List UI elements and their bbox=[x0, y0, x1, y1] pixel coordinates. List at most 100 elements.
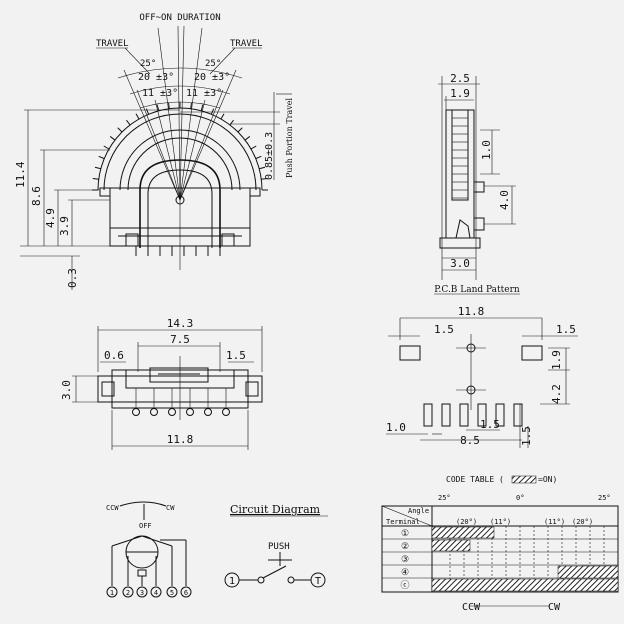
circuit-diagram: Circuit Diagram PUSH 1 T bbox=[224, 503, 328, 588]
bottom-mount-tab bbox=[245, 381, 259, 397]
schem-pin-label: 1 bbox=[110, 589, 114, 597]
terminal-label: ④ bbox=[401, 568, 409, 578]
knurled-dial bbox=[92, 102, 268, 191]
travel-left-label: TRAVEL bbox=[96, 39, 129, 49]
angle-fan bbox=[96, 25, 262, 201]
code-table: CODE TABLE ( =ON) 25° 0° 25° Angle Termi… bbox=[381, 475, 619, 613]
dim-3-9: 3.9 bbox=[58, 216, 71, 236]
col-11-right: (11°) bbox=[544, 518, 565, 526]
bottom-dim-3-0: 3.0 bbox=[60, 380, 73, 400]
angle-left-25: 25° bbox=[438, 494, 451, 502]
bottom-view bbox=[72, 326, 263, 450]
side-dim-2-5: 2.5 bbox=[450, 72, 470, 85]
bottom-dim-1-5: 1.5 bbox=[226, 349, 246, 362]
circuit-title: Circuit Diagram bbox=[230, 503, 321, 516]
node-1: 1 bbox=[229, 576, 235, 587]
schem-pin bbox=[150, 586, 162, 598]
pcb-dim-1-5-left: 1.5 bbox=[434, 323, 454, 336]
pcb-dim-11-8: 11.8 bbox=[458, 305, 485, 318]
code-cw-label: CW bbox=[548, 602, 561, 613]
pcb-dim-4-2: 4.2 bbox=[550, 384, 563, 404]
schem-pin-label: 6 bbox=[184, 589, 188, 597]
dial-tooth bbox=[135, 113, 140, 120]
dial-tooth bbox=[98, 155, 105, 160]
pcb-pad bbox=[477, 403, 487, 427]
code-on-segment bbox=[557, 565, 619, 579]
dim-0-3: 0.3 bbox=[66, 268, 79, 288]
pcb-dim-8-5: 8.5 bbox=[460, 434, 480, 447]
travel-right-label: TRAVEL bbox=[230, 39, 263, 49]
schem-pin bbox=[166, 586, 178, 598]
schem-pin bbox=[180, 586, 192, 598]
bottom-dim-11-8: 11.8 bbox=[167, 433, 194, 446]
side-view bbox=[438, 76, 516, 280]
terminal-label: ③ bbox=[401, 555, 409, 565]
schem-pin bbox=[106, 586, 118, 598]
dial-tooth bbox=[94, 166, 101, 170]
dial-tooth bbox=[92, 178, 99, 180]
dial-tooth bbox=[250, 145, 257, 150]
pcb-dim-1-5-pad: 1.5 bbox=[520, 426, 533, 446]
terminal-label: ⓒ bbox=[400, 580, 409, 591]
off-on-duration-label: OFF~ON DURATION bbox=[139, 13, 220, 23]
front-view: OFF~ON DURATION TRAVEL TRAVEL 25° 25° 20… bbox=[14, 13, 294, 290]
dial-tooth bbox=[220, 113, 225, 120]
pcb-dim-1-0: 1.0 bbox=[386, 421, 406, 434]
pcb-pad bbox=[459, 403, 469, 427]
code-on-segment bbox=[431, 526, 495, 539]
dial-tooth bbox=[244, 136, 251, 141]
code-table-title: CODE TABLE ( bbox=[446, 475, 504, 484]
bottom-pin bbox=[186, 408, 194, 416]
bottom-mount-tab bbox=[101, 381, 115, 397]
dim-4-9: 4.9 bbox=[44, 208, 57, 228]
schem-cw: CW bbox=[166, 504, 175, 512]
pcb-pad bbox=[513, 403, 523, 427]
dial-tooth bbox=[109, 136, 116, 141]
pcb-title: P.C.B Land Pattern bbox=[434, 285, 520, 295]
code-table-legend: =ON) bbox=[538, 475, 557, 484]
pcb-dim-1-9: 1.9 bbox=[550, 350, 563, 370]
dial-tooth bbox=[145, 108, 150, 115]
side-dim-4-0: 4.0 bbox=[498, 190, 511, 210]
pcb-pad bbox=[423, 403, 433, 427]
code-on-segment bbox=[431, 578, 619, 592]
pcb-dim-1-5-right: 1.5 bbox=[556, 323, 576, 336]
header-terminal: Terminal bbox=[386, 518, 420, 526]
schem-pin bbox=[122, 586, 134, 598]
push-travel-dim bbox=[180, 92, 292, 180]
angle-11-left: 11 ±3° bbox=[142, 88, 178, 99]
left-dimensions bbox=[20, 109, 180, 290]
dial-tooth bbox=[259, 166, 266, 170]
pcb-land-pattern bbox=[386, 293, 578, 448]
code-ccw-label: CCW bbox=[462, 602, 481, 613]
angle-25-right: 25° bbox=[205, 59, 221, 69]
col-11-left: (11°) bbox=[490, 518, 511, 526]
node-t: T bbox=[315, 576, 321, 587]
switch-body bbox=[99, 159, 261, 270]
legend-swatch bbox=[511, 475, 537, 484]
dial-tooth bbox=[237, 127, 243, 133]
dim-11-4: 11.4 bbox=[14, 161, 27, 188]
col-20-left: (20°) bbox=[456, 518, 477, 526]
dial-tooth bbox=[210, 108, 215, 115]
schem-pin-label: 5 bbox=[170, 589, 174, 597]
bottom-dim-14-3: 14.3 bbox=[167, 317, 194, 330]
dial-tooth bbox=[255, 155, 262, 160]
schem-pin-label: 4 bbox=[154, 589, 158, 597]
push-label: PUSH bbox=[268, 542, 290, 552]
dial-tooth bbox=[261, 178, 268, 180]
pcb-pad bbox=[441, 403, 451, 427]
pcb-dim-1-5-pitch: 1.5 bbox=[480, 418, 500, 431]
dial-tooth bbox=[200, 104, 204, 111]
dial-tooth bbox=[126, 119, 131, 126]
bottom-pin bbox=[204, 408, 212, 416]
bottom-pin bbox=[168, 408, 176, 416]
side-dim-1-0: 1.0 bbox=[480, 140, 493, 160]
code-on-segment bbox=[431, 539, 471, 552]
schem-pin-label: 3 bbox=[140, 589, 144, 597]
angle-mid-0: 0° bbox=[516, 494, 524, 502]
angle-11-right: 11 ±3° bbox=[186, 88, 222, 99]
dim-8-6: 8.6 bbox=[30, 186, 43, 206]
push-travel-label: Push Portion Travel bbox=[285, 97, 294, 178]
